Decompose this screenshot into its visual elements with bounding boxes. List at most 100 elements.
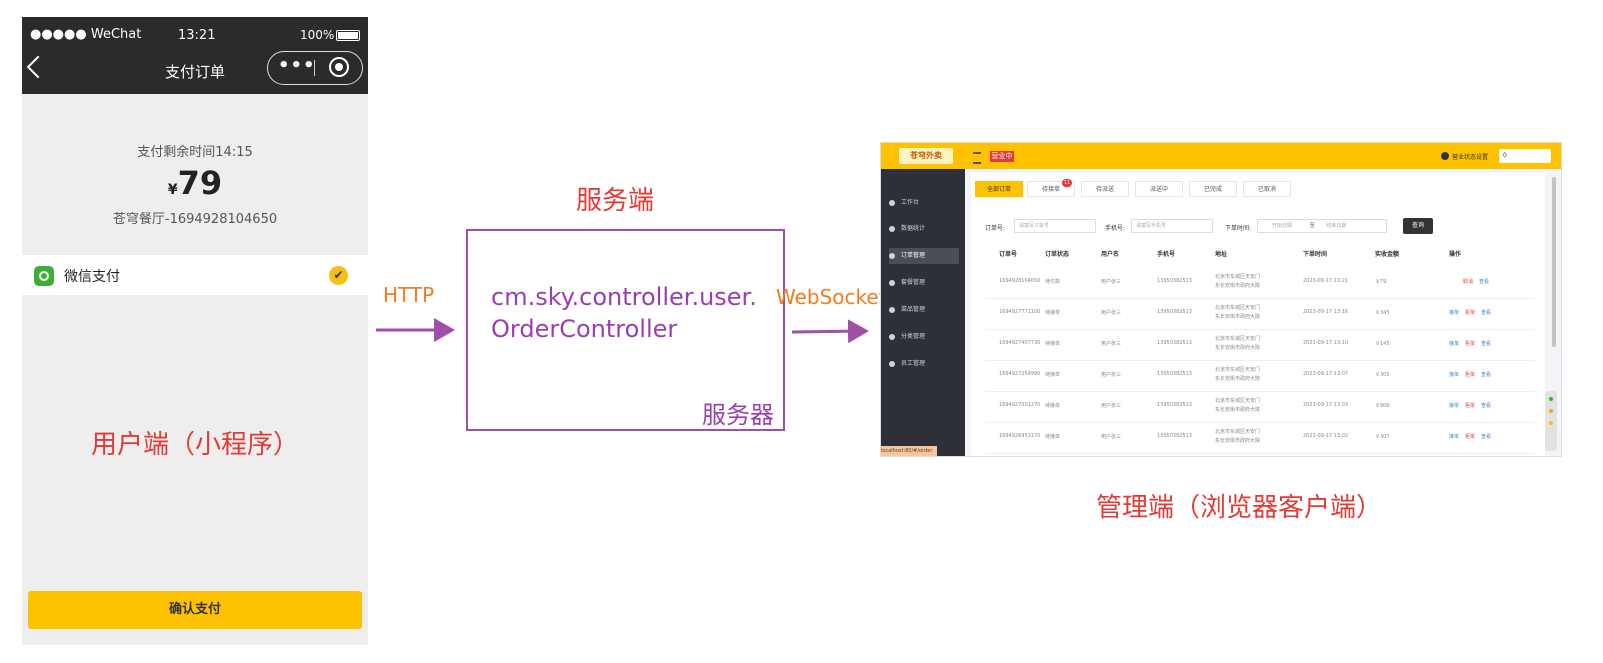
order-no-label: 订单号: [985,225,1006,232]
menu-toggle-icon[interactable] [973,152,981,164]
address-line1: 北京市东城区天安门 [1215,398,1261,404]
remaining-time: 支付剩余时间14:15 [137,145,253,160]
status-setting-icon[interactable] [1441,152,1449,160]
order-tab[interactable]: 已取消 [1243,181,1291,197]
cell-time: 2023-09-17 13:21 [1303,278,1349,284]
sidebar-item[interactable]: 分类管理 [889,329,959,345]
row-action-link[interactable]: 查看 [1481,434,1492,440]
column-header: 用户名 [1101,251,1120,258]
payment-method-label: 微信支付 [64,269,120,285]
row-action-link[interactable]: 接单 [1449,310,1460,316]
sidebar-item[interactable]: 工作台 [889,195,959,211]
sidebar-icon [889,333,895,340]
sidebar-item[interactable]: 数据统计 [889,221,959,237]
row-action-link[interactable]: 查看 [1481,341,1492,347]
cell-amount: ￥145 [1375,341,1390,347]
more-icon[interactable]: ••• [278,55,316,76]
phone-input[interactable]: 请填写手机号 [1131,219,1213,233]
address-line1: 北京市东城区天安门 [1215,367,1261,373]
column-header: 下单时间 [1303,251,1328,258]
controller-class-line1: cm.sky.controller.user. [491,283,757,311]
sidebar-item[interactable]: 订单管理 [889,248,959,264]
row-action-link[interactable]: 接单 [1449,372,1460,378]
start-date[interactable]: 开始日期 [1272,223,1293,229]
row-action-link[interactable]: 拒单 [1465,341,1476,347]
status-setting-link[interactable]: 营业状态设置 [1452,154,1489,161]
cell-status: 待接单 [1045,341,1061,347]
cell-no: 1694927254990 [999,371,1041,377]
row-action-link[interactable]: 接单 [1449,403,1460,409]
row-action-link[interactable]: 查看 [1479,279,1490,285]
cell-phone: 13950382513 [1157,371,1192,377]
controller-class-line2: OrderController [491,315,678,343]
capsule-menu[interactable]: ••• [267,51,363,85]
address-line2: 东长安街市政府大院 [1215,438,1261,444]
pending-count-badge: 11 [1062,179,1072,187]
cell-phone: 13950382513 [1157,278,1192,284]
row-action-link[interactable]: 拒单 [1465,434,1476,440]
cell-address: 北京市东城区天安门东长安街市政府大院 [1215,366,1260,384]
row-action-link[interactable]: 查看 [1481,372,1492,378]
address-line1: 北京市东城区天安门 [1215,336,1261,342]
floating-tool-panel[interactable] [1545,391,1557,451]
sidebar-item[interactable]: 套餐管理 [889,275,959,291]
order-no-input[interactable]: 请填写订单号 [1014,219,1096,233]
order-time-range[interactable]: 开始日期 至 结束日期 [1257,219,1387,233]
cell-user: 用户张三 [1101,434,1122,440]
carrier-label: ●●●●● WeChat [30,27,142,42]
row-action-link[interactable]: 拒单 [1465,403,1476,409]
cell-status: 待接单 [1045,434,1061,440]
close-miniprogram-icon[interactable] [329,57,349,77]
capsule-divider [314,60,315,76]
column-header: 订单状态 [1045,251,1070,258]
price-currency: ¥ [167,182,178,198]
row-action-link[interactable]: 查看 [1481,310,1492,316]
scrollbar[interactable] [1552,177,1556,347]
row-action-link[interactable]: 接单 [1449,434,1460,440]
status-time: 13:21 [178,28,216,43]
end-date[interactable]: 结束日期 [1326,223,1347,229]
cell-amount: ￥79 [1375,279,1387,285]
wechat-pay-icon [34,266,54,286]
battery-percent: 100% [300,28,335,42]
sidebar-item[interactable]: 员工管理 [889,356,959,372]
panel-dot-orange [1549,409,1553,413]
phone-label: 手机号: [1105,225,1126,232]
cell-address: 北京市东城区天安门东长安街市政府大院 [1215,428,1260,446]
confirm-pay-button[interactable]: 确认支付 [28,591,362,629]
admin-logo: 苍穹外卖 [899,148,953,164]
column-header: 订单号 [999,251,1018,258]
order-tab[interactable]: 全部订单 [975,181,1023,197]
address-line2: 东长安街市政府大院 [1215,345,1261,351]
account-select[interactable]: 0 [1499,149,1551,163]
sidebar-item-label: 员工管理 [901,360,926,367]
row-action-link[interactable]: 拒单 [1465,372,1476,378]
check-icon[interactable]: ✔ [329,266,348,285]
cell-phone: 13950382513 [1157,340,1192,346]
battery-icon [336,30,360,41]
cell-user: 用户张三 [1101,310,1122,316]
payment-method-row[interactable]: 微信支付 ✔ [22,255,368,295]
order-tab[interactable]: 派送中 [1135,181,1183,197]
address-line1: 北京市东城区天安门 [1215,429,1261,435]
row-action-link[interactable]: 拒单 [1465,310,1476,316]
price: ¥79 [22,164,368,202]
order-tab[interactable]: 待派送 [1081,181,1129,197]
row-action-link[interactable]: 取消 [1463,279,1474,285]
search-button[interactable]: 查询 [1403,218,1433,234]
sidebar-item-label: 分类管理 [901,333,926,340]
cell-user: 用户张三 [1101,403,1122,409]
sidebar-item[interactable]: 菜品管理 [889,302,959,318]
cell-amount: ￥906 [1375,403,1390,409]
row-action-link[interactable]: 查看 [1481,403,1492,409]
address-line2: 东长安街市政府大院 [1215,376,1261,382]
cell-time: 2023-09-17 13:02 [1303,433,1349,439]
column-header: 实收金额 [1375,251,1400,258]
cell-time: 2023-09-17 13:10 [1303,340,1349,346]
row-action-link[interactable]: 接单 [1449,341,1460,347]
order-description: 苍穹餐厅-1694928104650 [112,212,278,227]
order-tab[interactable]: 已完成 [1189,181,1237,197]
